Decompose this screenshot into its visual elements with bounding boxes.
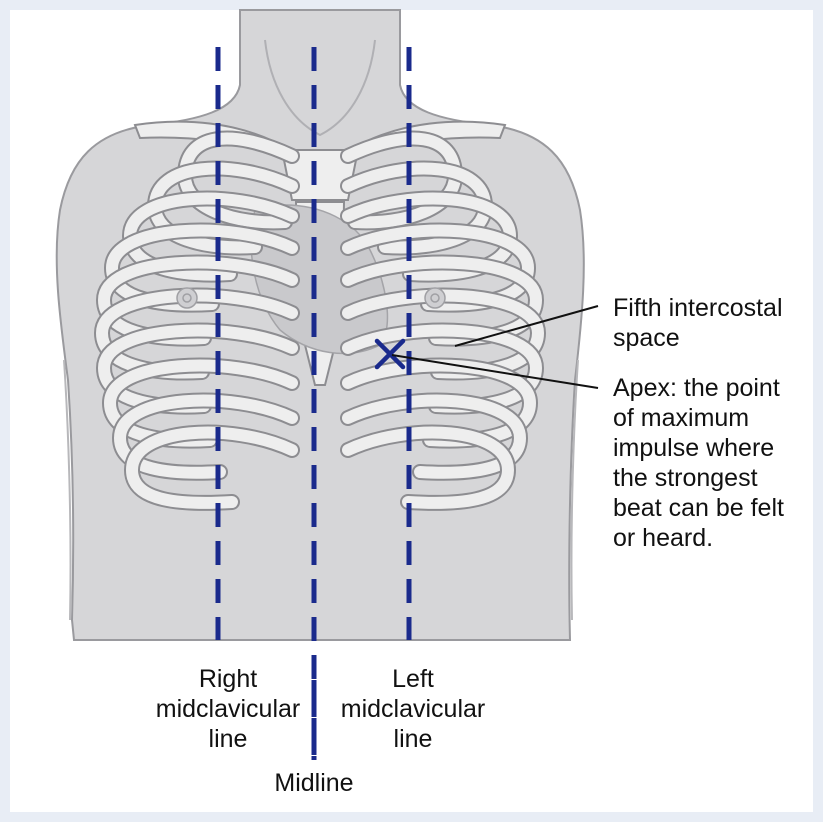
midline-text: Midline — [254, 768, 374, 798]
apex-line-3: impulse where — [613, 433, 784, 463]
apex-line-2: of maximum — [613, 403, 784, 433]
left-midclavicular-label: Left midclavicular line — [328, 664, 498, 754]
left-mcl-line-3: line — [328, 724, 498, 754]
right-mcl-line-3: line — [148, 724, 308, 754]
right-midclavicular-label: Right midclavicular line — [148, 664, 308, 754]
fifth-intercostal-line-2: space — [613, 323, 783, 353]
fifth-intercostal-line-1: Fifth intercostal — [613, 293, 783, 323]
midline-label: Midline — [254, 768, 374, 798]
right-mcl-line-1: Right — [148, 664, 308, 694]
right-mcl-line-2: midclavicular — [148, 694, 308, 724]
apex-line-5: beat can be felt — [613, 493, 784, 523]
apex-line-1: Apex: the point — [613, 373, 784, 403]
left-mcl-line-1: Left — [328, 664, 498, 694]
apex-line-6: or heard. — [613, 523, 784, 553]
left-mcl-line-2: midclavicular — [328, 694, 498, 724]
apex-line-4: the strongest — [613, 463, 784, 493]
fifth-intercostal-label: Fifth intercostal space — [613, 293, 783, 353]
apex-label: Apex: the point of maximum impulse where… — [613, 373, 784, 553]
